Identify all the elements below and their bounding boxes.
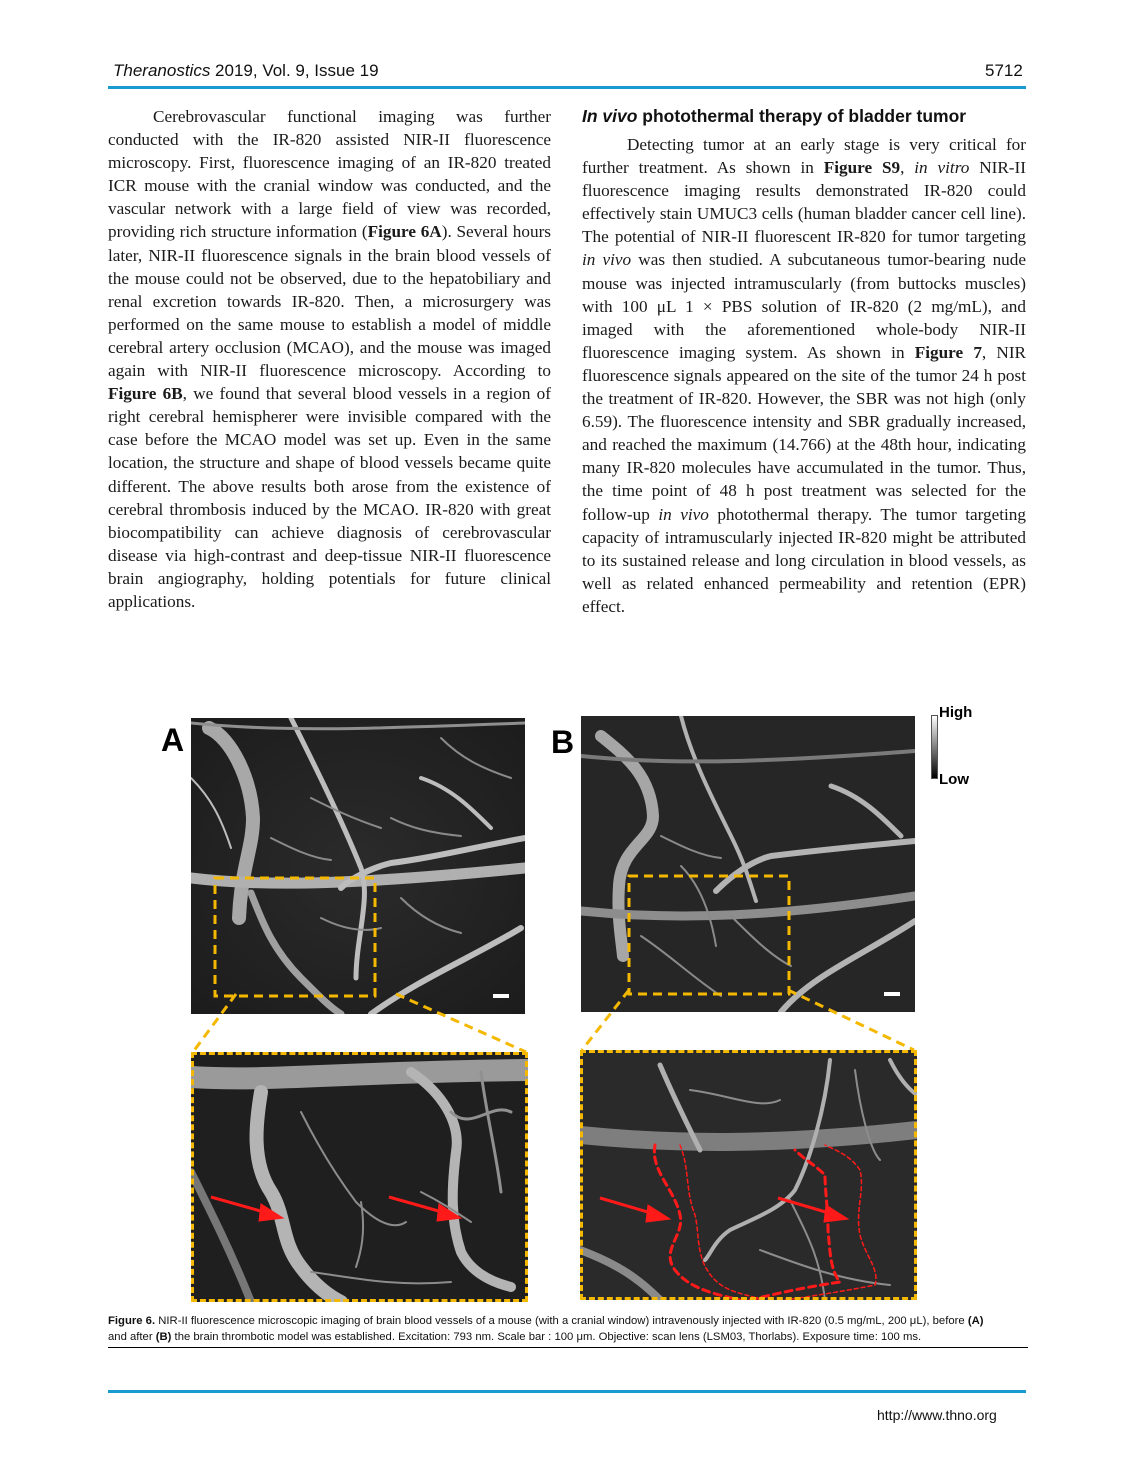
panel-label-b: B: [551, 724, 575, 760]
zoomed-micrograph-a: [191, 1052, 528, 1302]
page-number: 5712: [985, 61, 1023, 80]
panel-label-a: A: [161, 722, 185, 758]
colorbar: [931, 715, 938, 779]
roi-box-b: [627, 874, 791, 996]
body-paragraph: Detecting tumor at an early stage is ver…: [582, 135, 1027, 616]
micrograph-panel-a: [191, 718, 525, 1014]
right-column: Detecting tumor at an early stage is ver…: [582, 133, 1026, 618]
figure-ref[interactable]: Figure 6B: [108, 384, 183, 404]
left-column: Cerebrovascular functional imaging was f…: [108, 105, 551, 613]
figure-caption: Figure 6. NIR-II fluorescence microscopi…: [108, 1315, 984, 1343]
zoomed-vessels-a: [191, 1052, 528, 1302]
zoomed-micrograph-b: [580, 1050, 917, 1300]
running-header: Theranostics 2019, Vol. 9, Issue 19: [113, 61, 379, 81]
caption-label: Figure 6.: [108, 1315, 156, 1327]
caption-rule: [108, 1347, 1028, 1348]
vessel-network-a: [191, 718, 525, 1014]
body-paragraph: Cerebrovascular functional imaging was f…: [108, 107, 551, 611]
colorbar-high-label: High: [939, 704, 973, 721]
arrows-b: [599, 1196, 850, 1223]
footer-url-link[interactable]: http://www.thno.org: [877, 1407, 997, 1423]
footer-rule: [108, 1390, 1026, 1393]
zoom-border-a: [191, 1052, 528, 1302]
journal-name: Theranostics: [113, 61, 211, 80]
figure-ref[interactable]: Figure 7: [914, 342, 982, 362]
citation-info: 2019, Vol. 9, Issue 19: [210, 61, 379, 80]
zoomed-vessels-b: [580, 1050, 917, 1300]
figure-ref[interactable]: Figure S9: [823, 158, 901, 178]
vessel-network-b: [581, 716, 915, 1012]
figure-ref[interactable]: Figure 6A: [367, 222, 442, 242]
micrograph-panel-b: [581, 716, 915, 1012]
header-rule: [108, 86, 1026, 89]
arrows-a: [210, 1195, 463, 1222]
scale-bar-a: [493, 994, 509, 998]
roi-box-a: [213, 876, 377, 998]
zoom-border-b: [580, 1050, 917, 1300]
scale-bar-b: [884, 992, 900, 996]
section-heading: In vivo photothermal therapy of bladder …: [582, 106, 967, 126]
colorbar-low-label: Low: [939, 771, 969, 788]
occlusion-outline: [652, 1143, 877, 1300]
